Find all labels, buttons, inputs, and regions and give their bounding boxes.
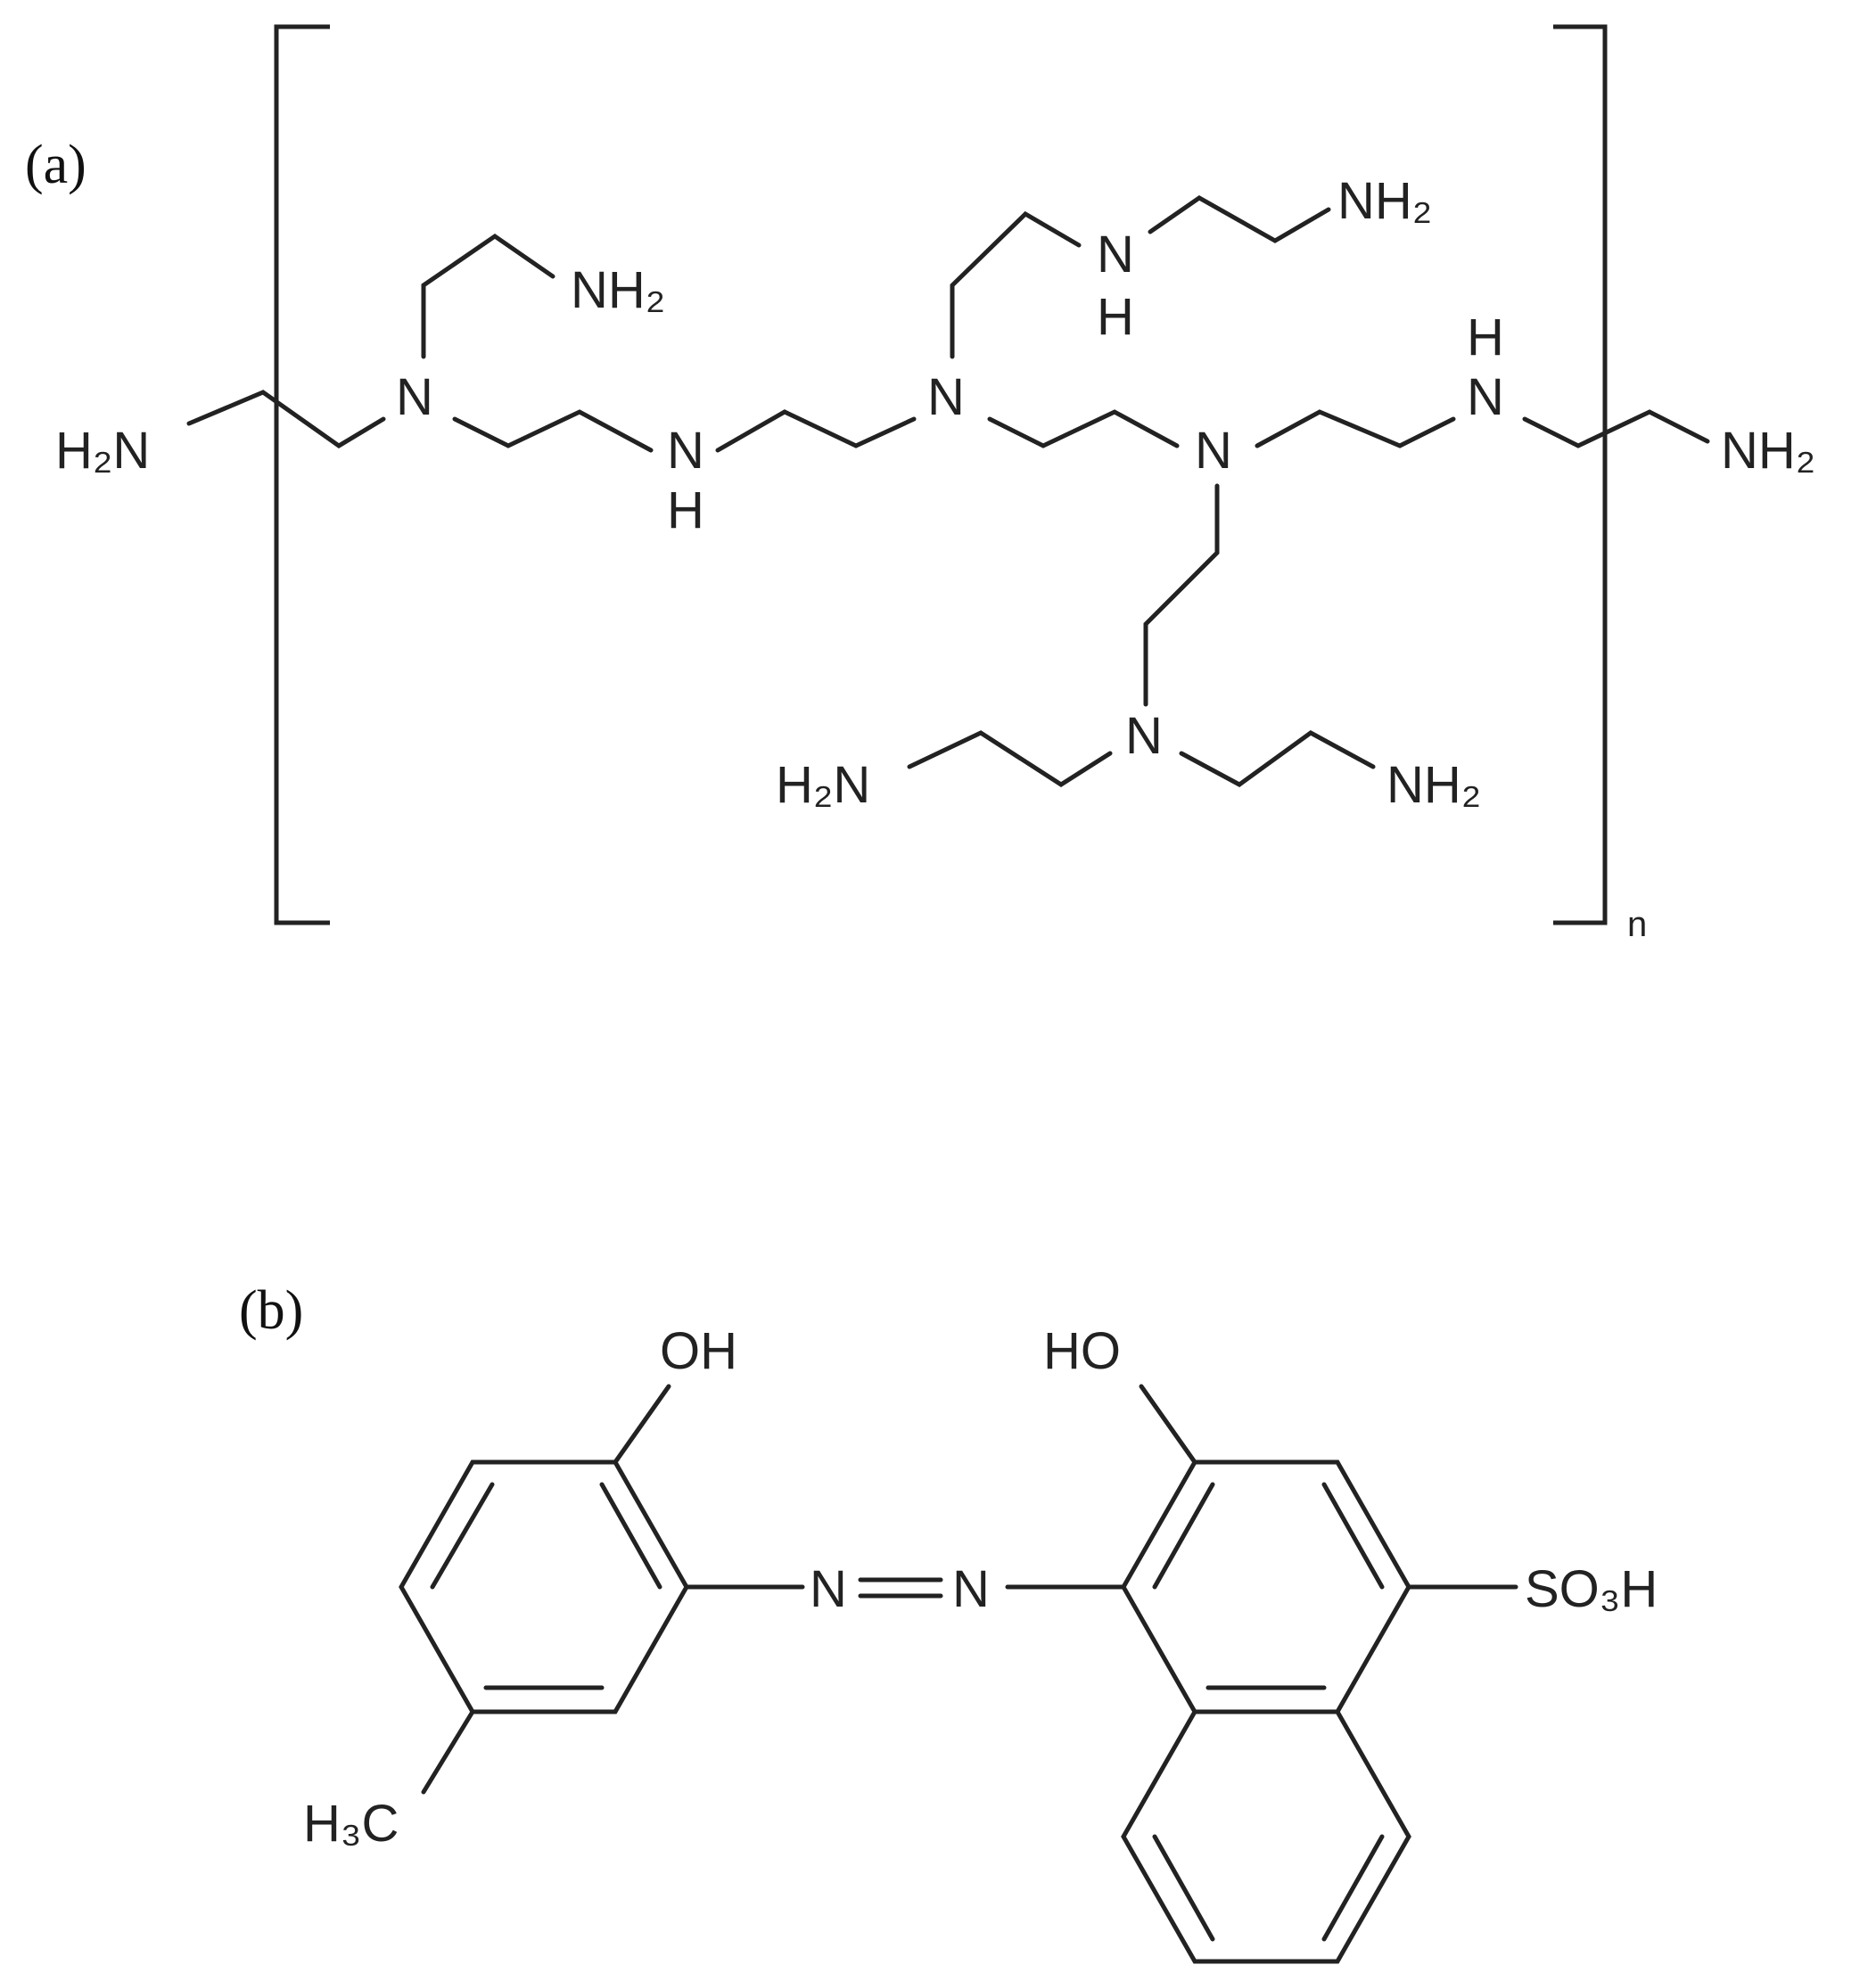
atom-nh-top: N (1097, 226, 1134, 284)
atom-nh2-bottom: NH₂ (1386, 756, 1481, 814)
bond-oh-left (613, 1384, 671, 1465)
atom-n4: N (1125, 707, 1163, 765)
n4-arm-right-bonds (1179, 730, 1376, 787)
atom-so3h: SO₃H (1525, 1560, 1658, 1618)
repeat-bracket-right (1553, 24, 1608, 925)
atom-h2n-bottom: H₂N (776, 756, 870, 814)
atom-h3c: H₃C (303, 1795, 399, 1853)
atom-h2n-left: H₂N (55, 422, 150, 480)
naphthalene-ring-upper (1121, 1459, 1411, 1714)
atom-nh2-top: NH₂ (1337, 172, 1432, 230)
atom-oh-left: OH (660, 1322, 737, 1380)
panel-a-label: (a) (25, 135, 86, 195)
atom-nh-top-h: H (1097, 288, 1134, 346)
atom-nh2-right: NH₂ (1721, 422, 1815, 480)
atom-ho-right: HO (1043, 1322, 1121, 1380)
atom-nh2-branch1: NH₂ (571, 261, 665, 319)
repeat-bracket-left (274, 24, 330, 925)
atom-azo-n1: N (810, 1560, 847, 1618)
branch2-bonds-b (1148, 195, 1331, 243)
panel-b: (b) (239, 1280, 1658, 1964)
repeat-subscript-n: n (1627, 905, 1647, 944)
atom-nh-right: N (1467, 368, 1504, 426)
branch1-bonds (421, 233, 555, 359)
atom-n1: N (396, 368, 433, 426)
branch2-bonds-a (950, 210, 1082, 359)
atom-nh-bridge1: N (667, 422, 704, 480)
bond-ho-right (1139, 1384, 1197, 1465)
atom-nh-right-h: H (1467, 308, 1504, 366)
bond-methyl (421, 1709, 475, 1795)
atom-azo-n2: N (952, 1560, 990, 1618)
backbone-bonds (186, 390, 1710, 453)
atom-n3: N (1195, 422, 1232, 480)
atom-nh-bridge1-h: H (667, 481, 704, 539)
n4-arm-left-bonds (907, 730, 1113, 787)
benzene-ring-left (399, 1459, 689, 1714)
branch3-bonds (1143, 483, 1220, 707)
naphthalene-ring-lower (1121, 1709, 1411, 1964)
panel-b-label: (b) (239, 1280, 303, 1341)
panel-a: (a) n H₂N N NH₂ N H N N H (25, 24, 1815, 944)
atom-n2: N (927, 368, 965, 426)
